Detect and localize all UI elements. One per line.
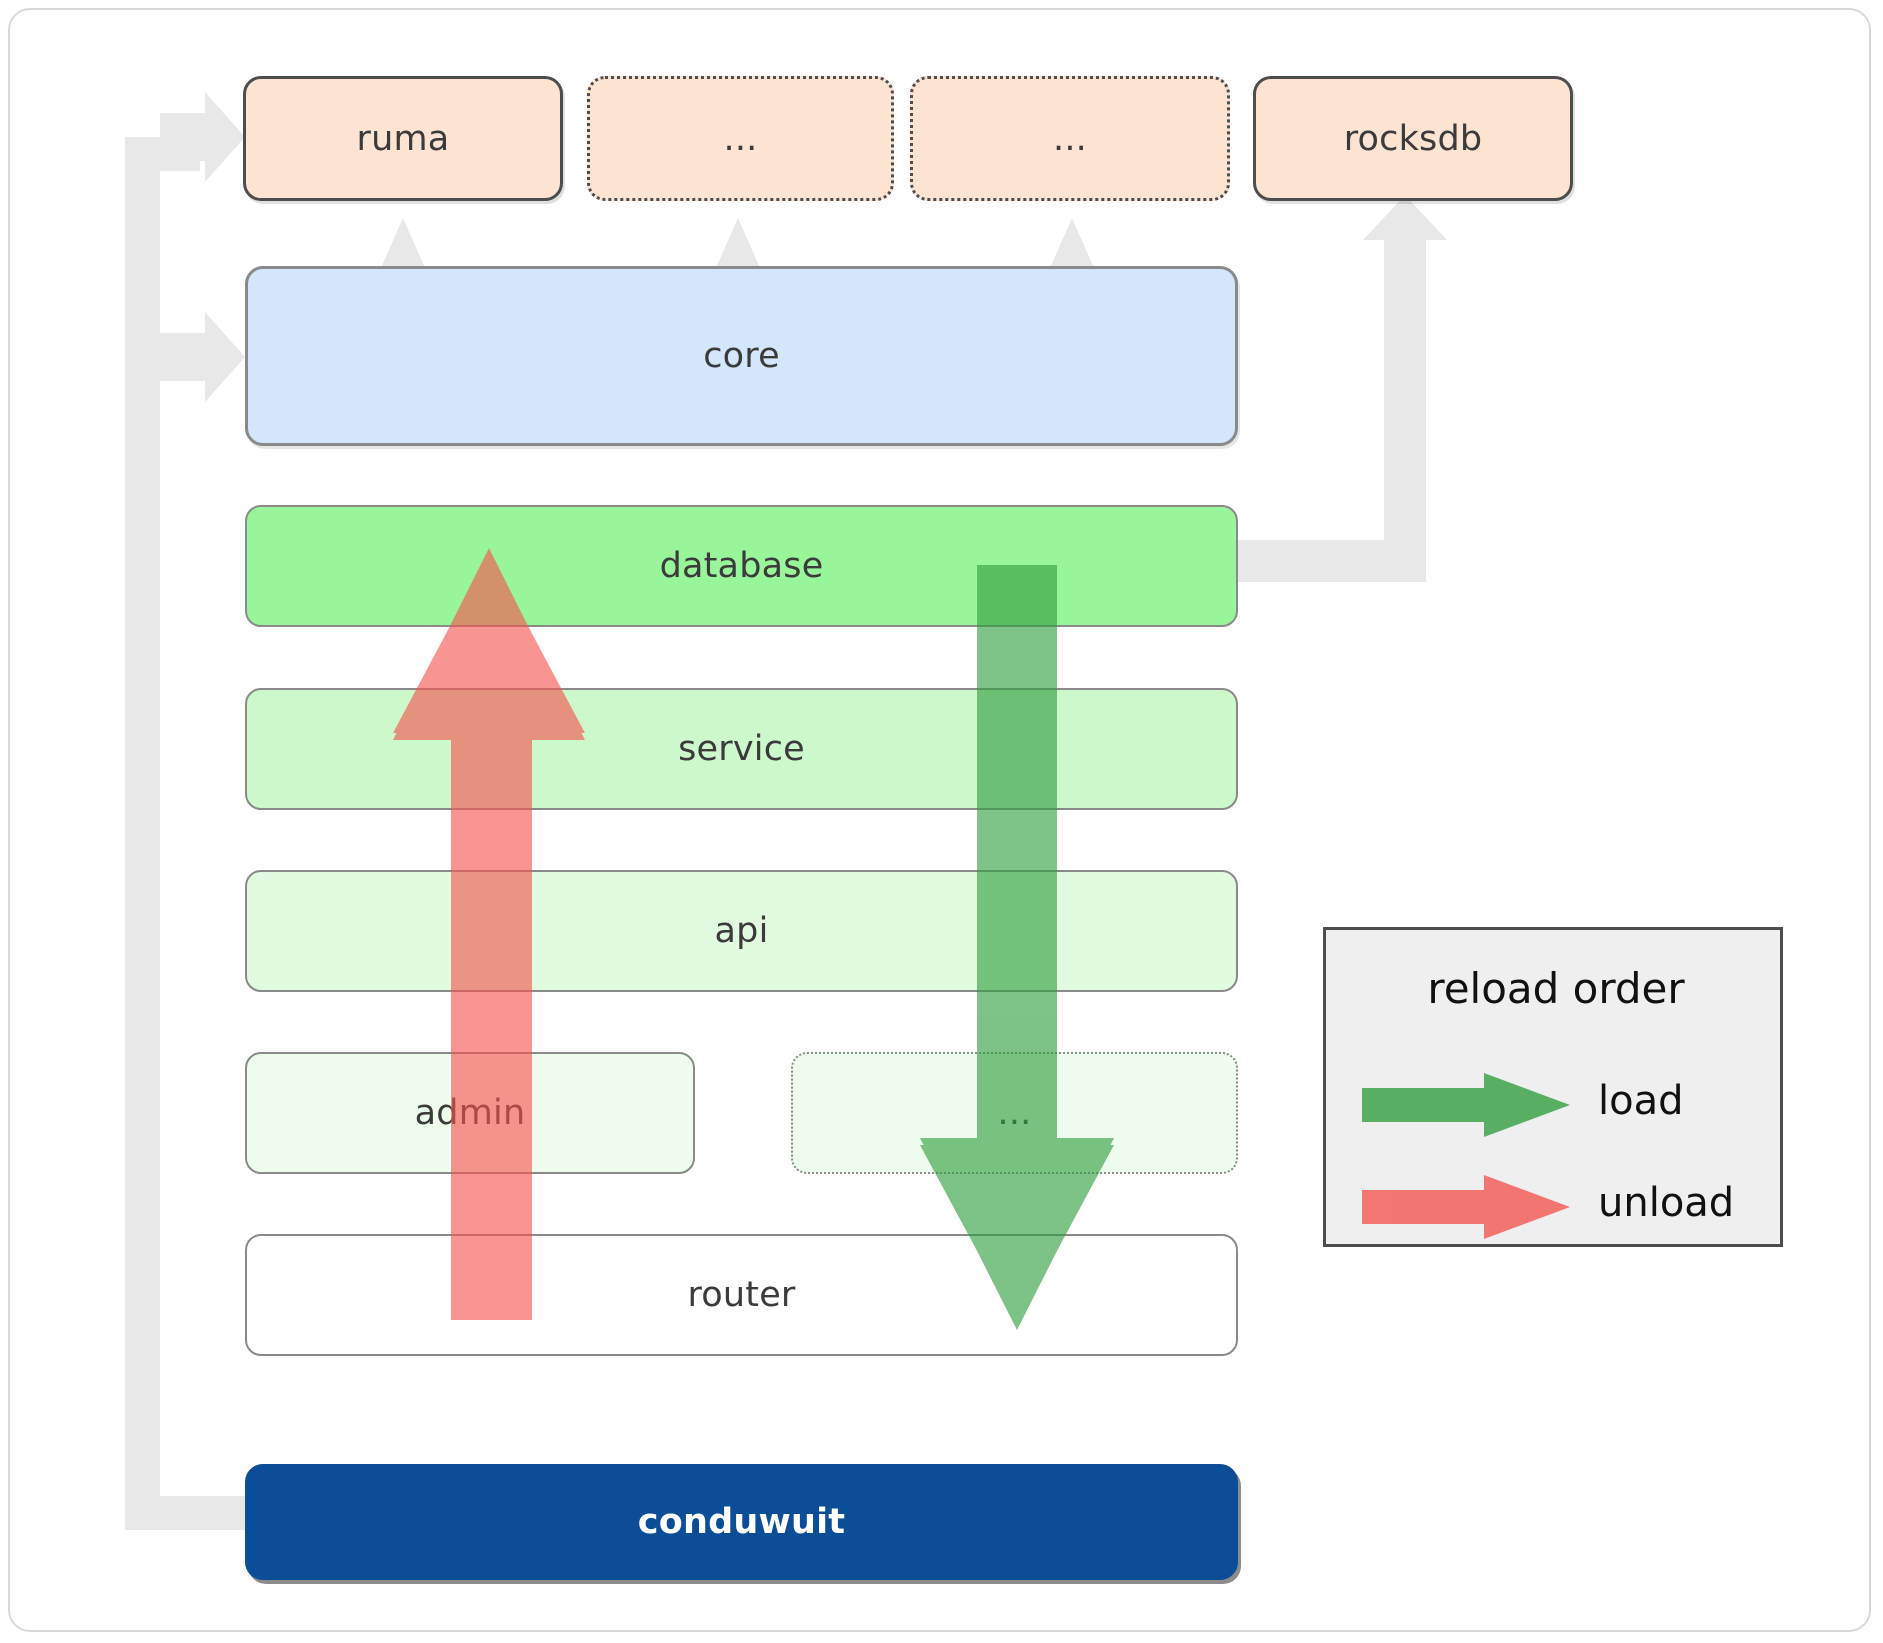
legend-title: reload order bbox=[1427, 964, 1685, 1013]
unload-arrow-icon bbox=[1362, 1175, 1570, 1239]
node-router[interactable]: router bbox=[245, 1234, 1238, 1356]
node-admin-label: admin bbox=[414, 1093, 526, 1133]
node-dep2-label: ... bbox=[723, 118, 758, 159]
node-service[interactable]: service bbox=[245, 688, 1238, 810]
node-dep2[interactable]: ... bbox=[587, 76, 894, 201]
node-rocksdb[interactable]: rocksdb bbox=[1253, 76, 1573, 201]
node-admin[interactable]: admin bbox=[245, 1052, 695, 1174]
node-ruma-label: ruma bbox=[356, 118, 450, 159]
node-rocksdb-label: rocksdb bbox=[1343, 118, 1483, 159]
node-database[interactable]: database bbox=[245, 505, 1238, 627]
legend-box: reload order load unload bbox=[1323, 927, 1783, 1247]
diagram-frame bbox=[8, 8, 1871, 1632]
node-router-label: router bbox=[687, 1275, 796, 1315]
node-conduwuit[interactable]: conduwuit bbox=[245, 1464, 1238, 1580]
node-dep3[interactable]: ... bbox=[910, 76, 1230, 201]
legend-label-load: load bbox=[1598, 1078, 1684, 1124]
node-api-label: api bbox=[714, 911, 769, 951]
node-core[interactable]: core bbox=[245, 266, 1238, 446]
node-more[interactable]: ... bbox=[791, 1052, 1238, 1174]
node-service-label: service bbox=[678, 729, 805, 769]
load-arrow-icon bbox=[1362, 1073, 1570, 1137]
node-more-label: ... bbox=[997, 1093, 1032, 1133]
legend-item-load: load bbox=[1326, 1060, 1786, 1150]
node-ruma[interactable]: ruma bbox=[243, 76, 563, 201]
legend-label-unload: unload bbox=[1598, 1180, 1735, 1226]
node-core-label: core bbox=[703, 336, 780, 376]
node-dep3-label: ... bbox=[1053, 118, 1087, 159]
legend-item-unload: unload bbox=[1326, 1162, 1786, 1252]
node-database-label: database bbox=[659, 546, 824, 586]
node-conduwuit-label: conduwuit bbox=[637, 1502, 846, 1542]
node-api[interactable]: api bbox=[245, 870, 1238, 992]
